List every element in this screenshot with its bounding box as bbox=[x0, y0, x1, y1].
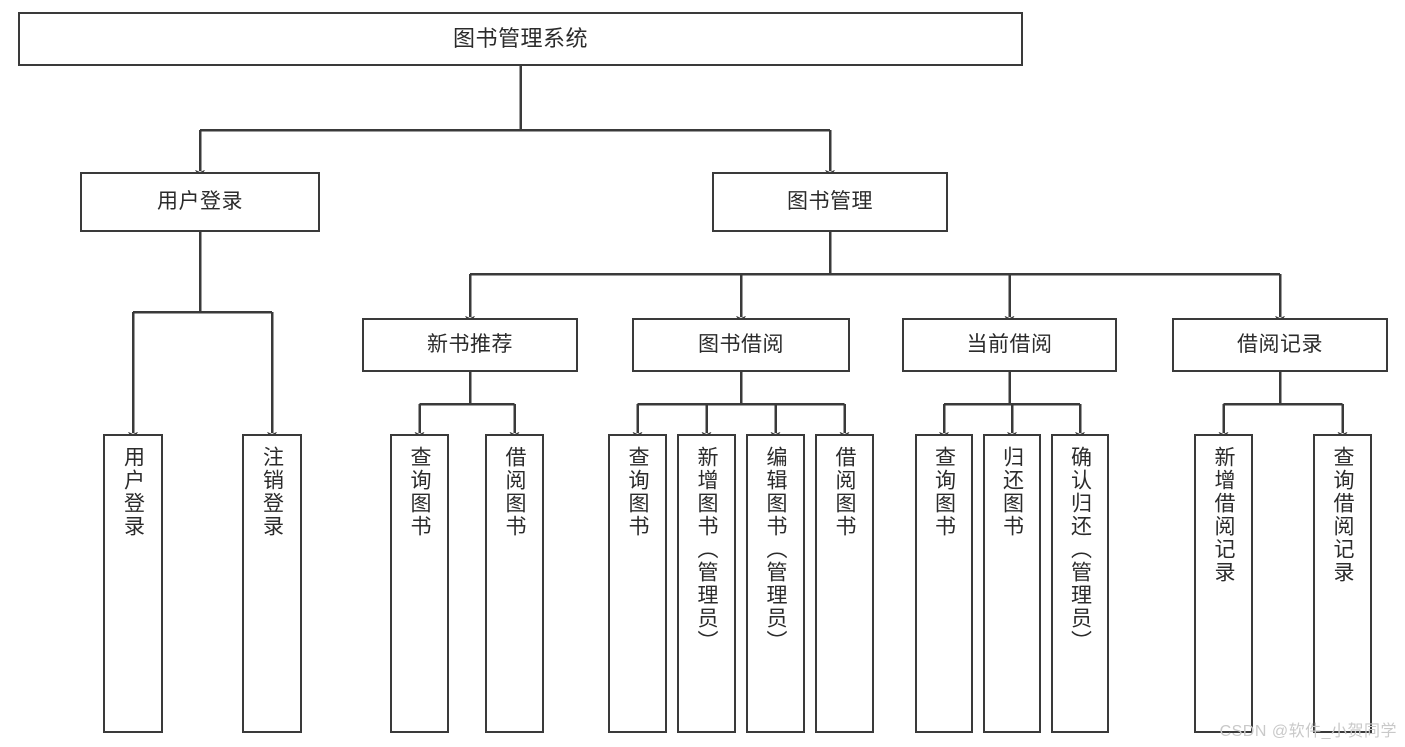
node-label: 查询图书 bbox=[626, 446, 649, 538]
node-leaf-br-query[interactable]: 查询借阅记录 bbox=[1313, 434, 1372, 733]
node-label: 借阅记录 bbox=[1237, 332, 1323, 356]
node-label: 用户登录 bbox=[121, 446, 145, 538]
node-leaf-user-logout[interactable]: 注销登录 bbox=[242, 434, 302, 733]
node-label: 图书管理系统 bbox=[452, 26, 588, 52]
node-book-borrow[interactable]: 图书借阅 bbox=[632, 318, 850, 372]
node-label: 图书借阅 bbox=[698, 332, 784, 356]
node-label: 新增借阅记录 bbox=[1212, 446, 1235, 584]
node-label: 新增图书（管理员） bbox=[695, 446, 718, 653]
node-leaf-rec-borrow[interactable]: 借阅图书 bbox=[485, 434, 544, 733]
node-borrow-record[interactable]: 借阅记录 bbox=[1172, 318, 1388, 372]
node-label: 当前借阅 bbox=[966, 332, 1053, 356]
node-label: 图书管理 bbox=[787, 189, 873, 213]
node-leaf-cb-confirm[interactable]: 确认归还（管理员） bbox=[1051, 434, 1109, 733]
node-leaf-rec-query[interactable]: 查询图书 bbox=[390, 434, 449, 733]
node-root[interactable]: 图书管理系统 bbox=[18, 12, 1023, 66]
node-user-login[interactable]: 用户登录 bbox=[80, 172, 320, 232]
node-label: 借阅图书 bbox=[503, 446, 526, 538]
watermark-label: CSDN @软件_小贺同学 bbox=[1219, 723, 1397, 740]
node-leaf-cb-return[interactable]: 归还图书 bbox=[983, 434, 1041, 733]
node-leaf-bb-borrow[interactable]: 借阅图书 bbox=[815, 434, 874, 733]
node-label: 编辑图书（管理员） bbox=[764, 446, 787, 653]
node-label: 注销登录 bbox=[260, 446, 284, 538]
node-leaf-cb-query[interactable]: 查询图书 bbox=[915, 434, 973, 733]
node-label: 查询图书 bbox=[408, 446, 431, 538]
node-current-borrow[interactable]: 当前借阅 bbox=[902, 318, 1117, 372]
node-book-manage[interactable]: 图书管理 bbox=[712, 172, 948, 232]
node-leaf-bb-query[interactable]: 查询图书 bbox=[608, 434, 667, 733]
node-leaf-br-add[interactable]: 新增借阅记录 bbox=[1194, 434, 1253, 733]
node-leaf-bb-edit[interactable]: 编辑图书（管理员） bbox=[746, 434, 805, 733]
node-label: 查询借阅记录 bbox=[1331, 446, 1354, 584]
node-label: 确认归还（管理员） bbox=[1068, 446, 1092, 653]
node-new-book-rec[interactable]: 新书推荐 bbox=[362, 318, 578, 372]
node-label: 新书推荐 bbox=[427, 332, 513, 356]
node-label: 借阅图书 bbox=[833, 446, 856, 538]
node-label: 用户登录 bbox=[157, 189, 243, 213]
node-leaf-user-login[interactable]: 用户登录 bbox=[103, 434, 163, 733]
node-leaf-bb-add[interactable]: 新增图书（管理员） bbox=[677, 434, 736, 733]
node-label: 归还图书 bbox=[1000, 446, 1024, 538]
node-label: 查询图书 bbox=[932, 446, 956, 538]
